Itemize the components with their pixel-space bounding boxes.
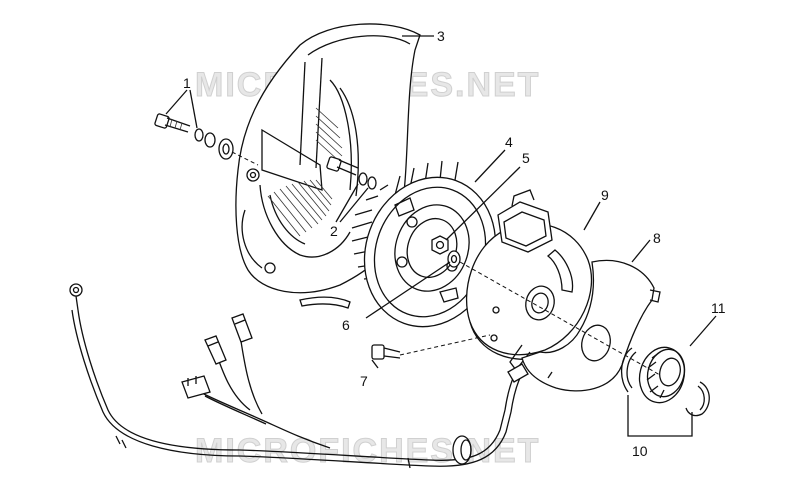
axis-line-screw [399,334,491,356]
callout-10: 10 [632,443,648,459]
pulley-flange [638,346,686,404]
callout-1: 1 [183,75,191,91]
callout-7: 7 [360,373,368,389]
callout-8: 8 [653,230,661,246]
callout-5: 5 [522,150,530,166]
stator-screw [371,344,401,360]
circlip-left [621,347,637,393]
flywheel [351,160,497,328]
callout-2: 2 [330,223,338,239]
callout-9: 9 [601,187,609,203]
cover-screw-set [154,113,259,166]
circlip-right [685,381,710,417]
flywheel-washer [447,250,461,268]
callout-3: 3 [437,28,445,44]
flywheel-nut [431,235,449,255]
axis-line-center [459,261,661,376]
watermark-bottom: MICROFICHES.NET [195,432,540,470]
callout-6: 6 [342,317,350,333]
wiring-harness [69,283,529,469]
leader-lines [165,35,717,437]
callout-4: 4 [505,134,513,150]
callout-11: 11 [711,300,726,316]
flywheel-screw-set [326,156,377,190]
